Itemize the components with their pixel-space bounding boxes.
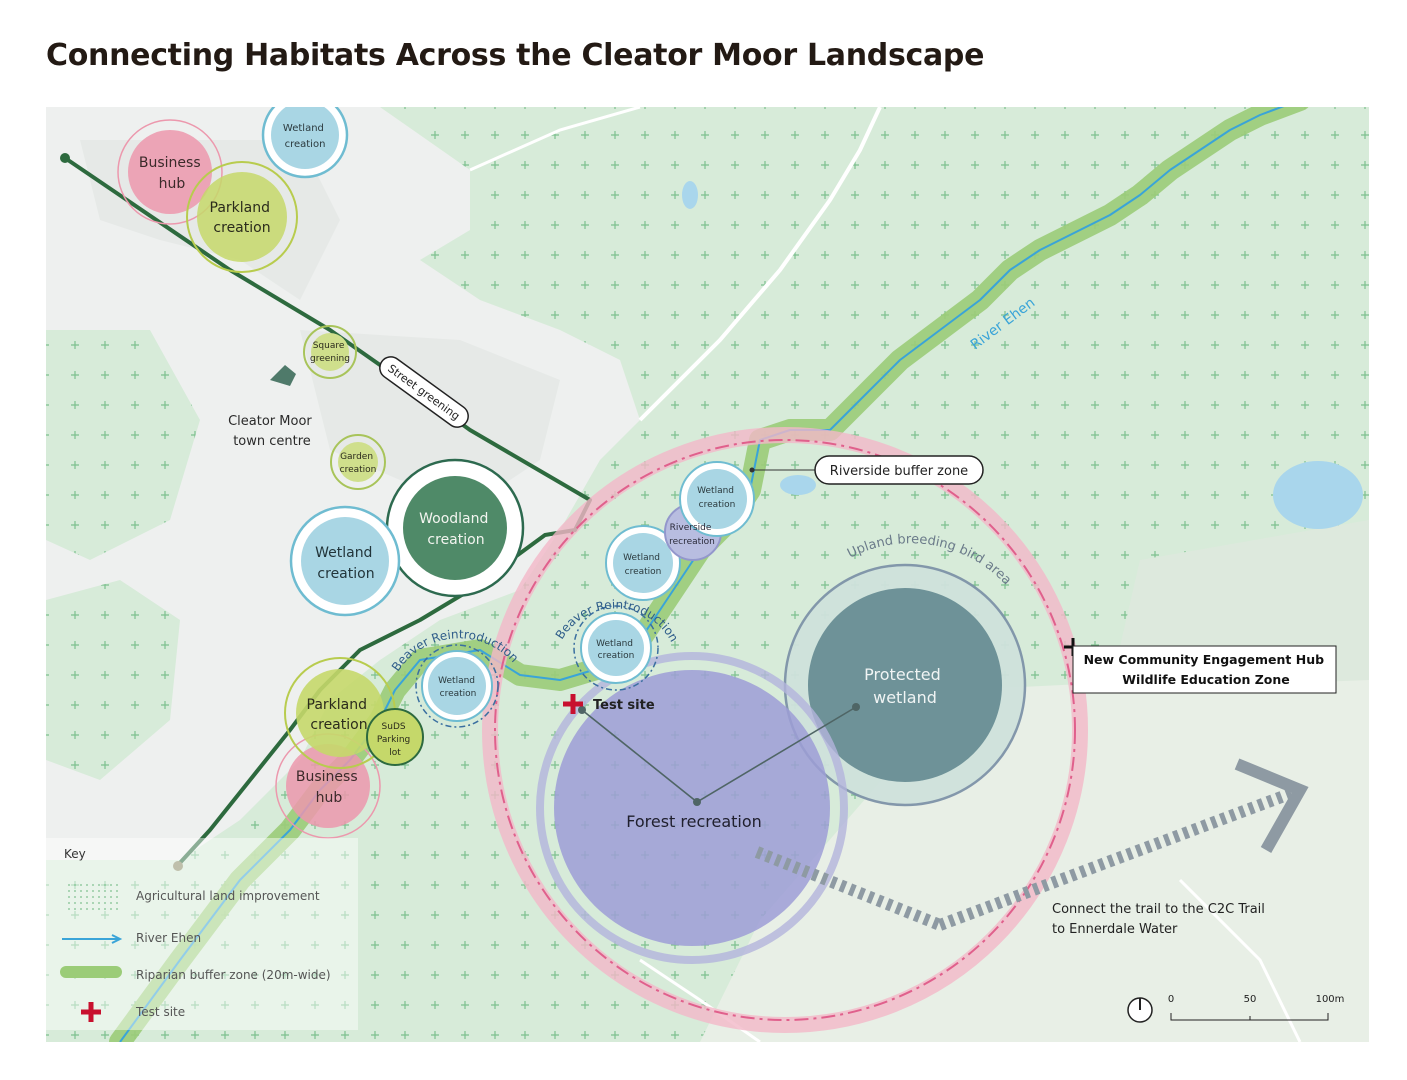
protected-wetland-circle — [808, 588, 1002, 782]
hub-l2: Wildlife Education Zone — [1122, 672, 1290, 687]
woodland-creation — [385, 458, 525, 598]
forest-recreation-label: Forest recreation — [626, 812, 762, 831]
c2c-l2: to Ennerdale Water — [1052, 922, 1178, 937]
wetland-beaver1-l1: Wetland — [438, 676, 475, 686]
legend-dots-swatch — [64, 882, 118, 910]
scale-tick-100: 100m — [1316, 994, 1345, 1005]
pink-dashed-zone — [494, 439, 1076, 1021]
legend-item-2: Riparian buffer zone (20m-wide) — [136, 968, 331, 982]
wetland-top — [261, 107, 349, 179]
town-centre-l2: town centre — [233, 434, 311, 449]
svg-text:Wetland creation: Wetland creation — [315, 545, 377, 582]
protected-wetland-l1: Protected — [864, 665, 941, 684]
greenway-start-dot — [60, 153, 70, 163]
parkland-top — [186, 161, 298, 273]
wetland-mid-l2: creation — [317, 566, 374, 582]
trail-arrow-head — [1234, 758, 1309, 853]
scale-bar: 0 50 100m — [1168, 994, 1345, 1021]
legend-test-site-cross-icon — [81, 1002, 101, 1022]
garden-creation-l2: creation — [340, 465, 377, 475]
forest-recreation-circle — [554, 670, 830, 946]
svg-text:Cleator Moor town centre: Cleator Moor town centre — [228, 414, 316, 449]
scale-tick-0: 0 — [1168, 994, 1174, 1005]
garden-creation-l1: Garden — [340, 452, 373, 462]
wetland-top-l1: Wetland — [283, 123, 324, 134]
legend-item-1: River Ehen — [136, 931, 201, 945]
riverside-recreation-l1: Riverside — [670, 523, 712, 533]
woodland-l1: Woodland — [419, 511, 488, 527]
test-site-label: Test site — [593, 698, 655, 713]
garden-creation — [330, 434, 386, 490]
legend-item-3: Test site — [135, 1005, 185, 1019]
business-hub-bottom-l1: Business — [296, 769, 358, 785]
north-arrow-icon — [1127, 997, 1153, 1023]
legend-title: Key — [64, 847, 86, 861]
wetland-beaver2 — [573, 605, 659, 691]
wetland-top-l2: creation — [285, 139, 326, 150]
wetland-river2-l1: Wetland — [697, 486, 734, 496]
square-greening — [303, 325, 357, 379]
wetland-river2-l2: creation — [699, 500, 736, 510]
business-hub-bottom-l2: hub — [316, 790, 343, 806]
suds-l3: lot — [389, 748, 401, 758]
wetland-beaver2-l1: Wetland — [596, 639, 633, 649]
parkland-bottom-l1: Parkland — [307, 697, 367, 713]
legend-item-0: Agricultural land improvement — [136, 889, 320, 903]
business-hub-top-l1: Business — [139, 155, 201, 171]
wetland-beaver1-l2: creation — [440, 689, 477, 699]
wetland-river1-l2: creation — [625, 567, 662, 577]
wetland-beaver1 — [415, 644, 499, 728]
business-hub-top-l2: hub — [159, 176, 186, 192]
hub-l1: New Community Engagement Hub — [1084, 652, 1325, 667]
suds-parking — [366, 708, 424, 766]
riverside-buffer-pill — [814, 455, 984, 485]
c2c-l1: Connect the trail to the C2C Trail — [1052, 902, 1265, 917]
woodland-l2: creation — [427, 532, 484, 548]
riverside-recreation-l2: recreation — [669, 537, 715, 547]
parkland-top-l2: creation — [213, 220, 270, 236]
map-title: Connecting Habitats Across the Cleator M… — [46, 38, 985, 73]
svg-text:Business hub: Business hub — [139, 155, 205, 192]
svg-text:Connect the trail to the C2C T: Connect the trail to the C2C Trail to En… — [1052, 902, 1269, 937]
svg-text:Woodland creation: Woodland creation — [419, 511, 493, 548]
wetland-river2 — [679, 461, 755, 537]
test-site-cross-icon — [563, 694, 583, 714]
scale-tick-50: 50 — [1244, 994, 1257, 1005]
svg-text:Riverside recreation: Riverside recreation — [669, 523, 715, 547]
svg-text:Wetland creation: Wetland creation — [283, 123, 327, 150]
business-hub-top — [117, 119, 223, 225]
svg-text:Parkland creation: Parkland creation — [307, 697, 372, 733]
square-greening-l2: greening — [310, 354, 350, 364]
greenway-end-dot — [173, 861, 183, 871]
svg-text:Protected wetland: Protected wetland — [864, 665, 946, 707]
legend: Key Agricultural land improvement River … — [46, 838, 358, 1030]
square-greening-l1: Square — [313, 341, 345, 351]
town-centre-l1: Cleator Moor — [228, 414, 312, 429]
svg-text:Wetland creation: Wetland creation — [596, 639, 636, 661]
parkland-bottom-l2: creation — [310, 717, 367, 733]
svg-text:Garden creation: Garden creation — [340, 452, 377, 475]
svg-text:Business hub: Business hub — [296, 769, 362, 806]
suds-l2: Parking — [377, 735, 410, 745]
riverside-buffer-label: Riverside buffer zone — [830, 464, 968, 479]
svg-text:New Community Engagement Hub: New Community Engagement Hub Wildlife Ed… — [1084, 652, 1329, 687]
wetland-mid — [289, 505, 401, 617]
svg-text:Wetland creation: Wetland creation — [438, 676, 478, 699]
wetland-river1-l1: Wetland — [623, 553, 660, 563]
suds-l1: SuDS — [382, 722, 406, 732]
trail-arrow-shaft — [937, 784, 1303, 931]
protected-wetland-l2: wetland — [873, 688, 937, 707]
wetland-river1 — [605, 525, 681, 601]
parkland-top-l1: Parkland — [210, 200, 270, 216]
svg-text:Wetland creation: Wetland creation — [697, 486, 737, 510]
svg-text:Wetland creation: Wetland creation — [623, 553, 663, 577]
svg-text:SuDS Parking lot: SuDS Parking lot — [377, 722, 413, 758]
wetland-mid-l1: Wetland — [315, 545, 372, 561]
wetland-beaver2-l2: creation — [598, 651, 635, 661]
svg-text:Parkland creation: Parkland creation — [210, 200, 275, 236]
hub-box — [1072, 645, 1337, 694]
legend-buffer-band — [60, 966, 122, 978]
svg-text:Square greening: Square greening — [310, 341, 350, 364]
